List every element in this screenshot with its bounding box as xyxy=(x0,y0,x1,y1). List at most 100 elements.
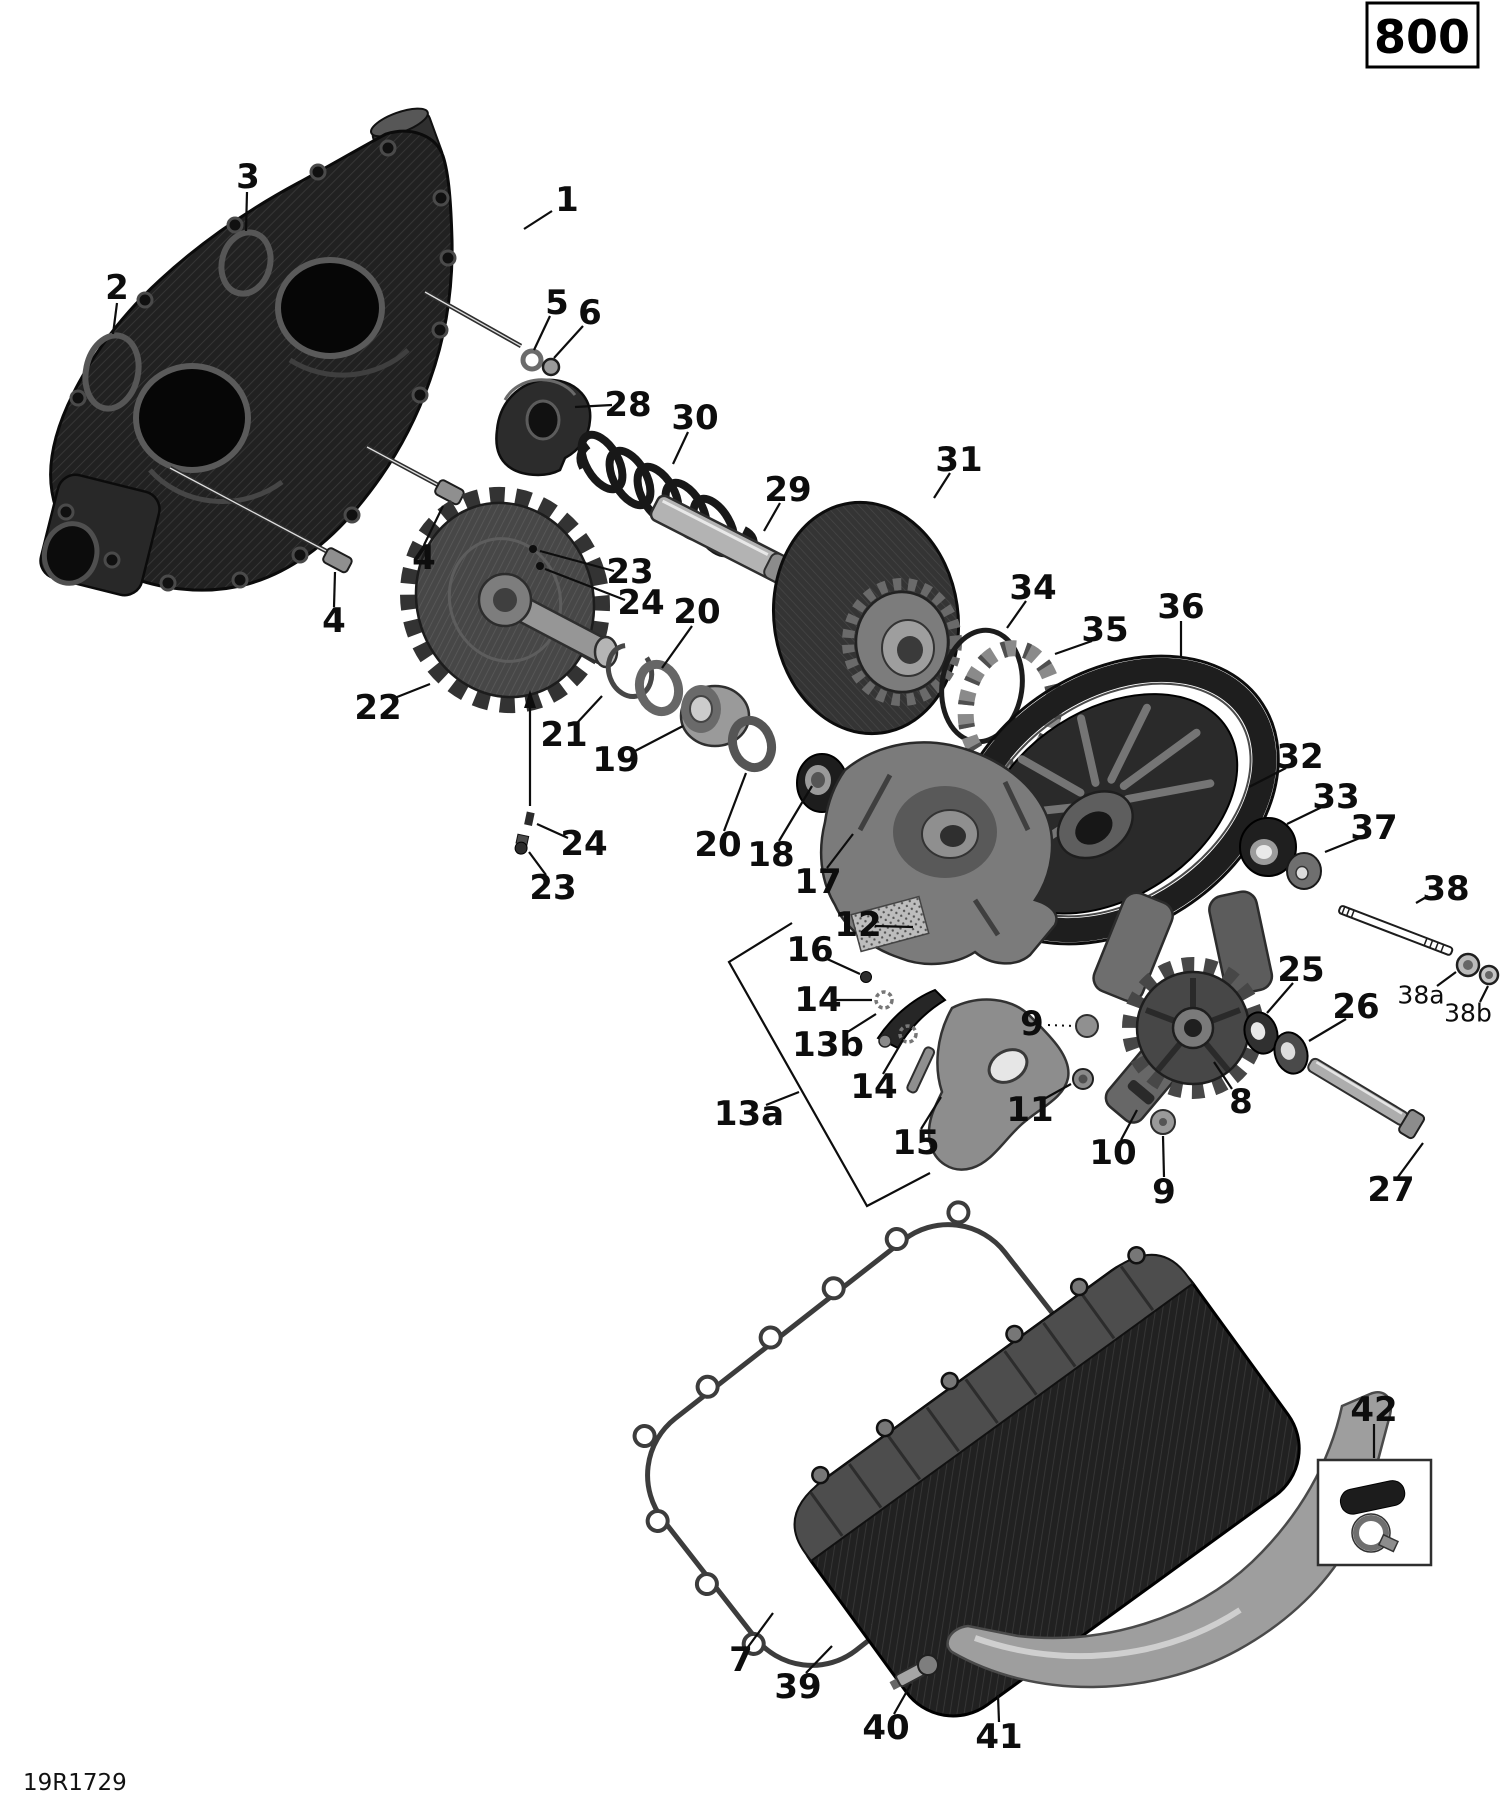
callout-10: 10 xyxy=(1089,1133,1136,1173)
callout-13b: 13b xyxy=(792,1025,864,1065)
callout-38: 38 xyxy=(1422,869,1469,909)
nut-16 xyxy=(860,971,872,983)
model-badge: 800 xyxy=(1374,10,1470,64)
gasket-7 xyxy=(632,1200,1115,1668)
callout-leader-31 xyxy=(933,472,951,499)
o-ring-14b xyxy=(898,1024,918,1044)
callout-leader-19 xyxy=(632,725,684,753)
callout-14b: 14 xyxy=(850,1067,897,1107)
support-casting xyxy=(927,998,1070,1171)
drive-sliding-sheave-31 xyxy=(771,500,962,736)
callout-34: 34 xyxy=(1009,568,1056,608)
stud-38 xyxy=(1338,905,1500,986)
callout-38b: 38b xyxy=(1444,999,1492,1028)
ring-20b xyxy=(727,715,777,773)
hardware-9-10-11 xyxy=(1072,1014,1176,1135)
callout-26: 26 xyxy=(1332,987,1379,1027)
callout-41: 41 xyxy=(975,1717,1022,1757)
drain-screw-40 xyxy=(889,1654,940,1691)
callout-leader-4a xyxy=(423,505,444,546)
service-kit-42 xyxy=(1316,1458,1433,1567)
washers-25-26 xyxy=(1243,1011,1309,1075)
callout-28: 28 xyxy=(604,385,651,425)
callout-leader-10 xyxy=(1120,1109,1138,1141)
callout-leader-30 xyxy=(672,431,689,465)
cone-slider-28 xyxy=(495,378,592,477)
callout-leader-13a xyxy=(765,1090,800,1107)
callout-1: 1 xyxy=(555,180,579,220)
callout-leader-14b xyxy=(882,1039,904,1075)
callout-5: 5 xyxy=(545,283,569,323)
callout-leader-12 xyxy=(874,924,914,929)
bearing-33 xyxy=(1239,817,1297,877)
callout-leader-27 xyxy=(1397,1142,1424,1178)
washer-5 xyxy=(520,348,544,372)
outer-cvt-cover-39 xyxy=(793,1246,1301,1718)
ball-9a xyxy=(1075,1014,1099,1038)
set-screw-24 xyxy=(524,811,535,826)
callout-leader-9b xyxy=(1161,1135,1166,1178)
lever-small-parts xyxy=(860,971,947,1094)
callout-leader-22 xyxy=(391,682,431,701)
callout-4b: 4 xyxy=(322,601,346,641)
air-duct-41 xyxy=(946,1391,1393,1689)
callout-19: 19 xyxy=(592,740,639,780)
callout-2: 2 xyxy=(105,268,129,308)
callout-leader-29 xyxy=(763,502,781,532)
part-code: 19R1729 xyxy=(23,1770,127,1796)
callout-36: 36 xyxy=(1157,587,1204,627)
ring-20a xyxy=(634,659,684,717)
callout-21: 21 xyxy=(540,715,587,755)
callout-leader-6 xyxy=(553,325,584,359)
callout-leader-34 xyxy=(1006,600,1027,629)
callout-leader-39 xyxy=(805,1645,833,1674)
kit-clamp xyxy=(1353,1515,1389,1551)
callout-leader-38b xyxy=(1479,985,1489,1003)
callout-33: 33 xyxy=(1312,777,1359,817)
bolt-27 xyxy=(1307,1057,1426,1140)
cover-hole-left xyxy=(133,363,251,473)
callout-leader-9a xyxy=(1047,1024,1075,1027)
group-bracket-13a xyxy=(727,922,931,1208)
sheave-screw-24 xyxy=(536,562,544,570)
sheave-screw-23 xyxy=(529,545,537,553)
callout-leader-21 xyxy=(576,695,603,724)
washer-37 xyxy=(1286,852,1322,890)
callout-leader-38a xyxy=(1436,971,1457,987)
pin-15 xyxy=(906,1046,936,1094)
callout-40: 40 xyxy=(862,1708,909,1748)
o-ring-14a xyxy=(874,990,894,1010)
callout-37: 37 xyxy=(1350,808,1397,848)
callout-11: 11 xyxy=(1006,1090,1053,1130)
kit-hose xyxy=(1339,1480,1406,1515)
model-badge-box: 800 xyxy=(1365,1,1480,69)
callout-leader-2 xyxy=(111,302,119,335)
callout-leader-1 xyxy=(523,210,553,230)
cover-bolt-bosses xyxy=(57,139,457,592)
callout-17: 17 xyxy=(794,862,841,902)
nut-6 xyxy=(541,357,561,377)
drive-fixed-sheave-22 xyxy=(400,486,619,714)
callout-16: 16 xyxy=(786,930,833,970)
clutch-housing-12 xyxy=(819,741,1058,966)
callout-23b: 23 xyxy=(529,868,576,908)
callout-leader-7 xyxy=(747,1612,774,1648)
callout-leader-38 xyxy=(1415,895,1429,904)
callout-14a: 14 xyxy=(794,980,841,1020)
callout-leader-20b xyxy=(722,772,748,832)
callout-12: 12 xyxy=(834,905,881,945)
callout-leader-40 xyxy=(893,1683,912,1715)
o-ring-2 xyxy=(82,332,142,412)
callout-leader-20a xyxy=(661,625,693,669)
cover-hole-right xyxy=(275,257,385,359)
callout-42: 42 xyxy=(1350,1390,1397,1430)
callout-29: 29 xyxy=(764,470,811,510)
callout-27: 27 xyxy=(1367,1170,1414,1210)
callout-15: 15 xyxy=(892,1123,939,1163)
callout-18: 18 xyxy=(747,835,794,875)
spacer-stack xyxy=(605,643,777,773)
callout-leader-23a xyxy=(539,549,615,573)
